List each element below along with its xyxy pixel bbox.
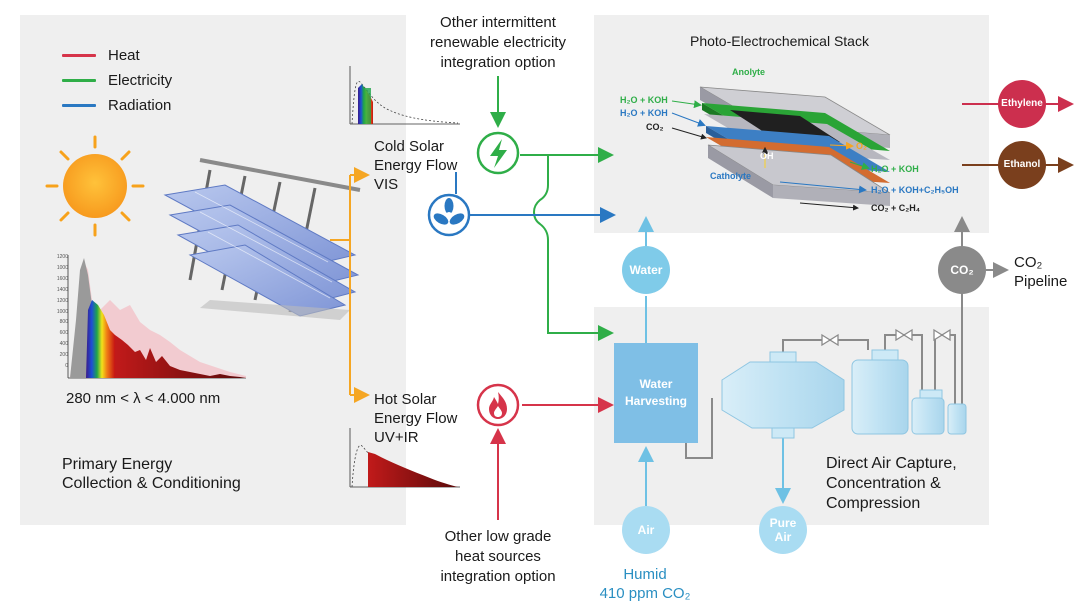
water-harvesting-box: Water Harvesting [614,343,698,443]
electricity-legend-line [62,78,96,82]
renewable-note-line1: Other intermittent [440,14,556,31]
fan-icon [427,193,471,237]
vis-spectrum-thumbnail [349,66,460,125]
dac-title-1: Direct Air Capture, [826,455,957,472]
pure-air-line1: Pure [769,516,797,530]
radiation-legend-line [62,103,96,107]
uvir-spectrum-thumbnail [349,428,460,488]
dac-title-3: Compression [826,495,921,512]
hot-flow-line2: Energy Flow [374,410,458,427]
tick-label: 400 [59,341,68,348]
hydroxide-label: OH [760,151,774,161]
renewable-note-line3: integration option [440,54,556,71]
heat-note-line2: heat sources [455,548,541,565]
legend-radiation-label: Radiation [108,96,172,114]
solar-spectrum-chart [67,255,246,379]
spectrum-range-label: 280 nm < λ < 4.000 nm [66,390,221,407]
humid-line1: Humid [623,566,667,583]
stack-output-3: H₂O + KOH+C₂H₅OH [871,185,959,195]
water-harvesting-line2: Harvesting [624,394,688,408]
solar-collector-illustration [163,158,361,320]
tick-label: 1600 [56,275,68,282]
legend-electricity: Electricity [62,70,172,90]
water-harvesting-line1: Water [639,377,673,391]
hot-flow-line1: Hot Solar [374,391,437,408]
tick-label: 1000 [56,308,68,315]
tick-label: 600 [59,330,68,337]
valve-icons [821,328,951,347]
air-node: Air [622,506,670,554]
co2-pipeline-line2: Pipeline [1014,273,1068,290]
tick-label: 1400 [56,286,68,293]
stack-input-3: CO₂ [646,122,664,132]
spectrum-tick-labels: 1200 1000 1600 1400 1200 1000 800 600 40… [52,252,68,372]
stack-input-1: H₂O + KOH [620,95,668,105]
pure-air-node: Pure Air [759,506,807,554]
primary-energy-title-2: Collection & Conditioning [62,475,241,492]
renewable-note-line2: renewable electricity [430,34,566,51]
stack-title: Photo-Electrochemical Stack [690,33,869,49]
stack-output-2: H₂O + KOH [871,164,919,174]
tick-label: 1200 [56,254,68,260]
catholyte-label: Catholyte [710,171,752,181]
heat-note-line3: integration option [440,568,556,585]
tick-label: 1200 [56,297,68,304]
hot-flow-line3: UV+IR [374,429,419,446]
pec-stack-illustration [699,86,891,206]
solar-split-lines [330,167,370,403]
stack-output-1: O₂ [856,141,867,151]
sun-icon [45,135,145,237]
ethanol-product: Ethanol [998,141,1046,189]
water-node: Water [622,246,670,294]
electricity-lines [520,147,614,341]
legend-heat-label: Heat [108,46,140,64]
lightning-icon [476,131,520,175]
cold-flow-line3: VIS [374,176,399,193]
co2-pipeline-line1: CO₂ [1014,254,1043,271]
flame-icon [476,383,520,427]
anolyte-label: Anolyte [732,67,766,77]
ethylene-product: Ethylene [998,80,1046,128]
heat-legend-line [62,53,96,57]
tick-label: 1000 [56,264,68,271]
primary-energy-title-1: Primary Energy [62,456,173,473]
legend-heat: Heat [62,45,140,65]
stack-output-arrows [779,141,870,211]
humid-line2: 410 ppm CO₂ [599,585,691,602]
stack-input-2: H₂O + KOH [620,108,668,118]
legend-radiation: Radiation [62,95,171,115]
dac-title-2: Concentration & [826,475,941,492]
tick-label: 0 [65,363,68,370]
dac-tanks [721,349,967,439]
stack-input-arrows [671,100,707,140]
tick-label: 200 [59,352,68,359]
pure-air-line2: Air [774,530,792,544]
tick-label: 800 [59,319,68,326]
legend-electricity-label: Electricity [108,71,173,89]
heat-note-line1: Other low grade [444,528,552,545]
co2-node: CO₂ [938,246,986,294]
cold-flow-line2: Energy Flow [374,157,458,174]
stack-output-4: CO₂ + C₂H₄ [871,203,921,213]
cold-flow-line1: Cold Solar [374,138,445,155]
